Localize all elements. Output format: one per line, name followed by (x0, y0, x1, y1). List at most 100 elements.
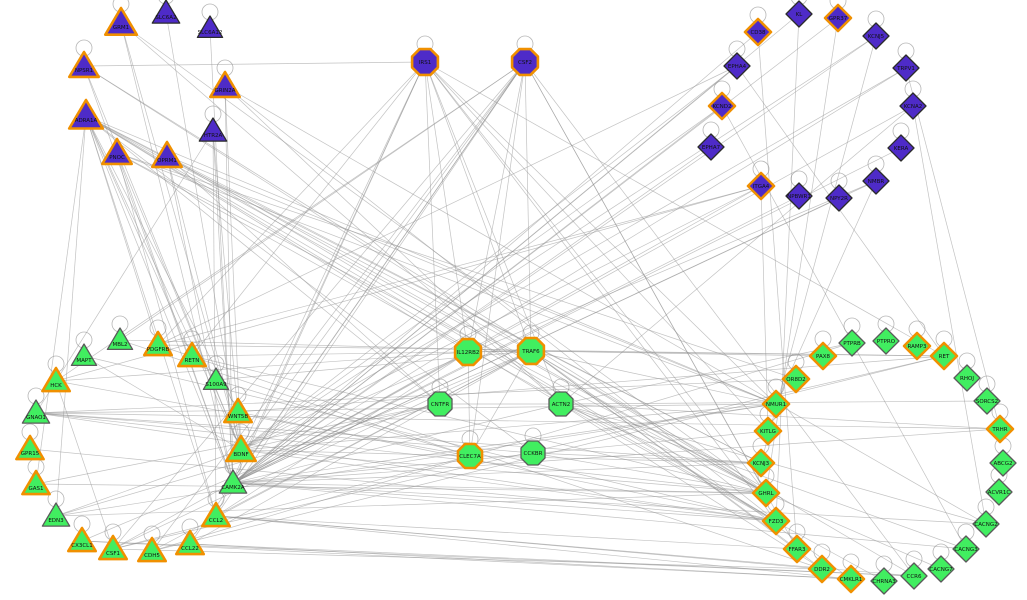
node-DDR2[interactable] (807, 554, 837, 584)
node-CCKBR[interactable] (520, 440, 546, 466)
edge-PDGFRB-DDR2 (157, 344, 823, 570)
node-RHOJ[interactable] (953, 364, 981, 392)
node-TRAF6[interactable] (516, 336, 546, 366)
node-KL[interactable] (785, 0, 813, 28)
node-ITGA4[interactable] (746, 171, 776, 201)
edge-BDNF-NMBR (240, 180, 877, 451)
node-CMKLR1[interactable] (836, 564, 866, 594)
node-NMBR[interactable] (862, 167, 890, 195)
node-IRS1[interactable] (410, 47, 440, 77)
node-KITLG[interactable] (753, 416, 783, 446)
node-CACNG2[interactable] (972, 510, 1000, 538)
edge-ITGA4-KITLG (760, 185, 769, 432)
node-GRIN2A[interactable] (209, 70, 241, 99)
node-CCL22[interactable] (175, 529, 205, 556)
edge-ADRA1A-CCKBR (85, 115, 534, 454)
node-CX3CL1[interactable] (67, 526, 97, 553)
node-NMUR1[interactable] (761, 389, 791, 419)
edge-NPSR1-BDNF (83, 65, 242, 451)
node-RETN[interactable] (177, 341, 207, 368)
edge-TRAF6-NMUR1 (530, 350, 777, 405)
node-GPR37[interactable] (823, 3, 853, 33)
edge-CAMK2A-NMUR1 (232, 403, 777, 484)
node-GAS1[interactable] (21, 469, 51, 496)
edge-CLEC7A-CSF1 (112, 455, 471, 550)
node-HCK[interactable] (41, 366, 71, 393)
node-GNAO1[interactable] (21, 399, 51, 424)
node-PDGFRB[interactable] (143, 330, 173, 357)
node-EDN3[interactable] (41, 502, 71, 527)
edge-CAMK2A-CD38 (232, 31, 759, 484)
edge-CCL2-FFAR3 (215, 515, 798, 550)
node-CAMK2A[interactable] (218, 469, 248, 494)
node-PAX8[interactable] (808, 341, 838, 371)
node-EPHA7[interactable] (697, 133, 725, 161)
node-NPY2R[interactable] (825, 184, 853, 212)
node-PTPRB[interactable] (838, 329, 866, 357)
node-FZD3[interactable] (761, 506, 791, 536)
node-OR8D2[interactable] (781, 364, 811, 394)
node-RET[interactable] (929, 341, 959, 371)
edge-GNAO1-NMUR1 (35, 403, 777, 414)
node-PNOC[interactable] (101, 137, 133, 166)
node-ACTN2[interactable] (548, 391, 574, 417)
node-FFAR3[interactable] (782, 534, 812, 564)
node-CSF1[interactable] (98, 534, 128, 561)
node-KCND2[interactable] (707, 91, 737, 121)
node-S100A9[interactable] (202, 367, 230, 391)
node-MAPT[interactable] (70, 343, 98, 367)
node-HTR2A[interactable] (198, 117, 228, 142)
node-SLC6A12[interactable] (196, 15, 224, 39)
node-WNT5B[interactable] (223, 397, 253, 424)
node-NPBWR1[interactable] (785, 182, 813, 210)
edge-GRM1-ACTN2 (120, 22, 562, 405)
node-MBL2[interactable] (106, 327, 134, 351)
node-CSF2[interactable] (510, 47, 540, 77)
node-CLEC7A[interactable] (456, 442, 484, 470)
edge-CSF2-CCR6 (524, 61, 915, 577)
node-KCNJ3[interactable] (746, 448, 776, 478)
node-CNTFR[interactable] (427, 391, 453, 417)
node-GHRL[interactable] (751, 478, 781, 508)
node-TRPV1[interactable] (892, 54, 920, 82)
edge-ACTN2-DDR2 (560, 403, 823, 570)
node-BDNF[interactable] (225, 434, 257, 463)
node-EPHA4[interactable] (723, 52, 751, 80)
node-NPSR1[interactable] (68, 50, 100, 79)
edge-TRPV1-TRHR (905, 67, 1001, 430)
edge-SLC6A2-BDNF (165, 12, 242, 451)
node-CD38[interactable] (743, 17, 773, 47)
node-PTPRO[interactable] (872, 327, 900, 355)
edge-OPRM1-GHRL (166, 155, 767, 494)
node-SLC6A2[interactable] (151, 0, 181, 24)
node-TRHR[interactable] (985, 414, 1015, 444)
node-CDH5[interactable] (137, 536, 167, 563)
edge-CSF2-HCK (55, 61, 526, 382)
node-ACVR1C[interactable] (985, 478, 1013, 506)
node-SORCS2[interactable] (973, 387, 1001, 415)
node-CCL2[interactable] (201, 501, 231, 528)
node-OPRM1[interactable] (151, 140, 183, 169)
node-RAMP3[interactable] (902, 331, 932, 361)
edge-GAS1-GHRL (35, 483, 767, 494)
node-CHRNA3[interactable] (870, 567, 898, 595)
node-KCNJ5[interactable] (862, 22, 890, 50)
edge-GRIN2A-CACNG2 (224, 85, 987, 525)
edge-KCNJ5-KCNJ3 (760, 35, 877, 464)
node-CACNG7[interactable] (927, 555, 955, 583)
edge-CSF2-CDH5 (151, 61, 526, 552)
node-ABCG2[interactable] (989, 449, 1017, 477)
node-CCR6[interactable] (900, 562, 928, 590)
node-GRM1[interactable] (104, 6, 139, 37)
node-KERA[interactable] (887, 134, 915, 162)
node-ADRA1A[interactable] (67, 98, 105, 130)
node-IL12RB2[interactable] (453, 337, 483, 367)
edge-ACTN2-CACNG7 (560, 403, 942, 570)
node-GPR15[interactable] (15, 434, 45, 461)
node-CACNG3[interactable] (952, 535, 980, 563)
edges-layer (29, 12, 1001, 582)
edge-TRAF6-PAX8 (530, 350, 824, 357)
node-KCNA2[interactable] (899, 92, 927, 120)
